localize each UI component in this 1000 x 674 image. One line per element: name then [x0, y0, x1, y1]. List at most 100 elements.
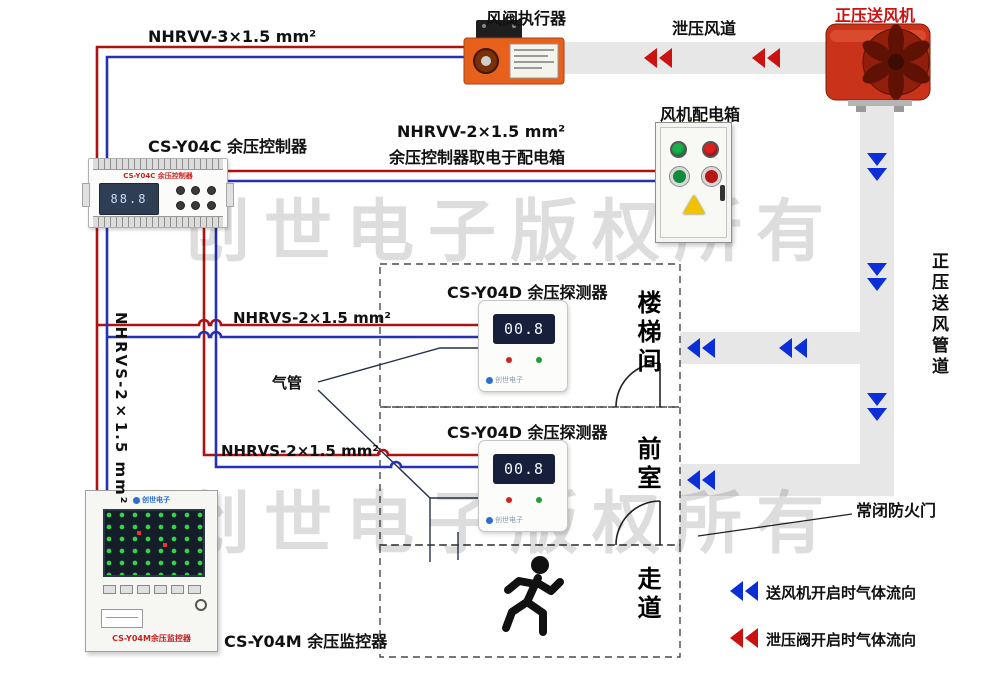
label-detector-2: CS-Y04D 余压探测器	[447, 423, 608, 442]
legend-supply-arrow-icon	[730, 581, 758, 601]
label-cable-bus-1: NHRVS-2×1.5 mm²	[233, 309, 391, 327]
wire-red-to-detector-1	[97, 318, 478, 327]
brand-logo-text: 创世电子	[495, 376, 523, 384]
controller-lcd-display: 88.8	[99, 183, 159, 215]
alarm-led-icon	[506, 357, 512, 363]
controller-panel-label: CS-Y04C 余压控制器	[123, 172, 193, 180]
run-led-icon	[536, 497, 542, 503]
label-relief-duct: 泄压风道	[672, 19, 737, 38]
brand-logo-icon	[486, 376, 493, 384]
din-mount-ear	[226, 183, 234, 207]
room-box-corridor	[379, 544, 681, 658]
label-dist-box: 风机配电箱	[660, 105, 741, 124]
screw-icon	[512, 24, 516, 28]
din-mount-ear	[82, 183, 90, 207]
legend-relief-arrow-icon	[730, 628, 758, 648]
screw-icon	[482, 24, 486, 28]
monitor-key	[188, 585, 201, 594]
fan-distribution-box-device	[655, 122, 732, 243]
indicator-lamp-red	[702, 141, 719, 158]
monitor-key	[137, 585, 150, 594]
legend-relief-text: 泄压阀开启时气体流向	[766, 631, 917, 649]
pressure-detector-2-device: 00.8 创世电子	[478, 440, 568, 532]
pressure-controller-device: CS-Y04C 余压控制器 88.8	[82, 158, 234, 228]
wire-blue-to-actuator	[105, 55, 464, 158]
fan-hub	[888, 54, 904, 70]
wire-blue-to-detector-1	[107, 330, 478, 339]
monitor-key	[120, 585, 133, 594]
room-boundaries	[379, 263, 681, 658]
room-label-stairwell: 楼梯间	[633, 290, 661, 377]
wires-blue	[105, 55, 655, 490]
brand-logo-icon	[486, 516, 493, 524]
fan-blades	[862, 24, 930, 100]
label-cable-bus-2: NHRVS-2×1.5 mm²	[221, 442, 379, 460]
brand-logo: 创世电子	[86, 495, 217, 505]
cabinet-handle	[720, 185, 725, 201]
run-led-icon	[536, 357, 542, 363]
detector-1-display: 00.8	[493, 314, 555, 344]
actuator-dial-center	[481, 56, 491, 66]
fan-base	[848, 100, 912, 112]
controller-keypad	[175, 185, 217, 211]
keyhole-icon	[195, 599, 207, 611]
label-monitor: CS-Y04M 余压监控器	[224, 632, 388, 651]
wire-blue-to-detector-2	[214, 226, 478, 469]
label-cable-power-note: 余压控制器取电于配电箱	[389, 148, 566, 167]
fire-door-arc-2	[615, 500, 661, 546]
wire-red-to-detector-2	[202, 226, 478, 457]
screen-alarm-pixel	[137, 531, 141, 535]
brand-logo: 创世电子	[486, 375, 523, 385]
pressure-detector-1-device: 00.8 创世电子	[478, 300, 568, 392]
controller-key	[191, 201, 201, 210]
brand-logo-text: 创世电子	[142, 496, 170, 504]
label-fan: 正压送风机	[835, 6, 916, 25]
controller-key	[206, 186, 216, 195]
controller-key	[206, 201, 216, 210]
fire-door-leader-line	[697, 513, 853, 537]
wire-red-to-actuator	[95, 45, 464, 158]
brand-logo: 创世电子	[486, 515, 523, 525]
indicator-lamp-green	[670, 141, 687, 158]
controller-key	[176, 186, 186, 195]
legend-supply-text: 送风机开启时气体流向	[766, 584, 917, 602]
label-cable-bus-vertical: NHRVS-2×1.5 mm²	[112, 312, 130, 506]
air-tube-to-detector-1	[317, 347, 478, 383]
label-air-tube: 气管	[272, 374, 303, 392]
damper-actuator-device	[462, 20, 566, 86]
label-cable-power: NHRVV-2×1.5 mm²	[397, 122, 566, 141]
monitor-key	[103, 585, 116, 594]
controller-key	[191, 186, 201, 195]
relief-duct-shape	[562, 42, 830, 74]
running-person-icon	[502, 556, 564, 636]
watermark-1: 创世电子版权所有	[182, 193, 839, 272]
printer-slot	[101, 609, 143, 628]
terminal-strip-top	[93, 159, 223, 170]
monitor-panel-label: CS-Y04M余压监控器	[112, 634, 191, 643]
label-actuator: 风阀执行器	[486, 9, 567, 28]
label-detector-1: CS-Y04D 余压探测器	[447, 283, 608, 302]
monitor-keypad	[103, 585, 201, 594]
room-label-front-room: 前室	[633, 436, 661, 494]
monitor-screen	[103, 509, 205, 577]
damper-actuator-art	[463, 20, 565, 85]
detector-2-display: 00.8	[493, 454, 555, 484]
actuator-plate-text-lines	[514, 49, 554, 69]
screen-alarm-pixel	[163, 543, 167, 547]
label-controller: CS-Y04C 余压控制器	[148, 137, 308, 156]
supply-fan-device	[820, 14, 936, 114]
brand-logo-text: 创世电子	[495, 516, 523, 524]
monitor-key	[154, 585, 167, 594]
label-cable-actuator: NHRVV-3×1.5 mm²	[148, 27, 317, 46]
supply-fan-art	[825, 23, 931, 112]
pressure-monitor-device: 创世电子 CS-Y04M余压监控器	[85, 490, 218, 652]
terminal-strip-bottom	[93, 216, 223, 227]
alarm-led-icon	[506, 497, 512, 503]
supply-duct-branch-front-room	[680, 464, 894, 496]
push-button-red	[701, 166, 722, 187]
warning-triangle-icon	[683, 195, 705, 214]
fire-door-arc-1	[615, 362, 661, 408]
room-label-corridor: 走道	[633, 566, 661, 624]
